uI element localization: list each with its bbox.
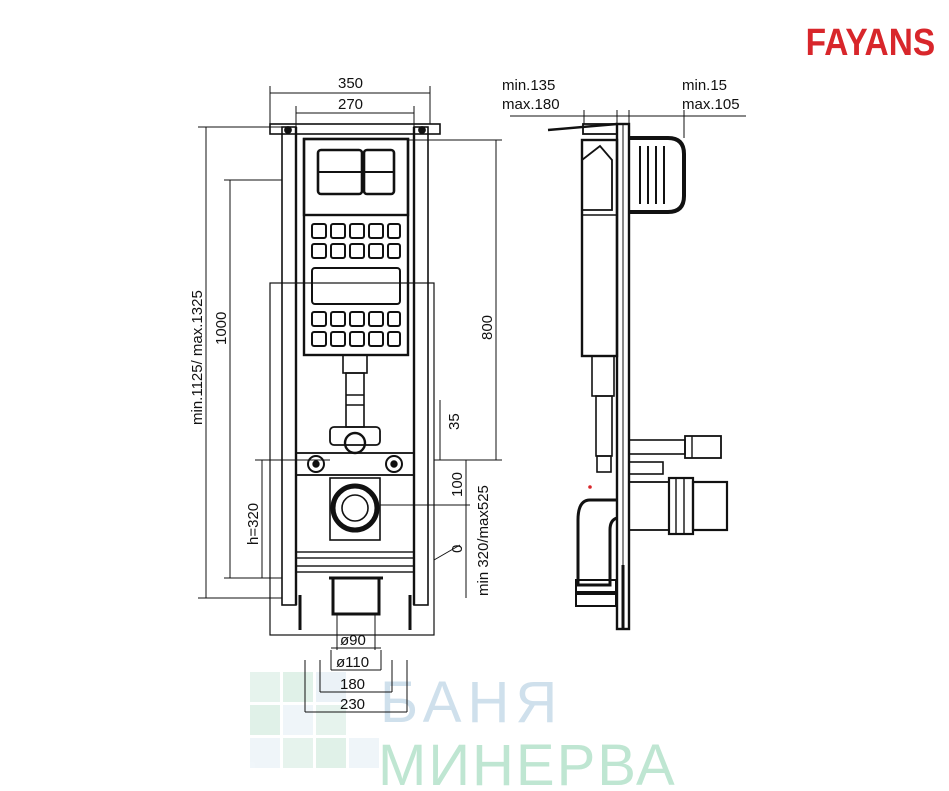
- bolt-icon: [418, 126, 426, 134]
- drain-bracket: [329, 477, 381, 541]
- fayans-logo: FAYANS: [805, 22, 935, 64]
- drain-elbow: [576, 498, 618, 587]
- frame-left-column: [281, 126, 297, 606]
- watermark-line1: БАНЯ: [380, 670, 563, 735]
- frame-top-bar: [269, 123, 441, 135]
- dim-h320-label: h=320: [245, 503, 262, 545]
- dim-total-height-label: min.1125/ max.1325: [189, 290, 206, 425]
- front-view: [198, 86, 502, 713]
- dim-d110-label: ø110: [336, 654, 369, 671]
- water-inlet-pipe: [628, 439, 686, 455]
- dim-depth-max-label: max.180: [502, 96, 560, 113]
- watermark-line2: МИНЕРВА: [378, 733, 677, 791]
- dim-230-label: 230: [340, 696, 365, 713]
- front-dimension-lines: [198, 86, 502, 713]
- drain-outlet: [330, 483, 380, 533]
- dim-270-label: 270: [338, 96, 363, 113]
- dim-180-label: 180: [340, 676, 365, 693]
- stud-icon: [307, 455, 325, 473]
- drain-connector: [628, 481, 670, 531]
- dim-zero-label: 0: [449, 545, 466, 553]
- dim-d90-label: ø90: [340, 632, 366, 649]
- mounting-plate: [269, 282, 435, 636]
- watermark-mosaic-icon: [250, 672, 379, 768]
- pipe-bracket: [329, 426, 381, 446]
- dim-1000-label: 1000: [213, 312, 230, 345]
- side-dimension-lines: [510, 110, 746, 138]
- dim-min-max-label: min 320/max525: [475, 485, 492, 596]
- flush-pipe-top: [342, 354, 368, 374]
- drain-pipe: [331, 576, 381, 616]
- bolt-icon: [284, 126, 292, 134]
- dim-800-label: 800: [479, 315, 496, 340]
- frame-right-column: [413, 126, 429, 606]
- dim-depth-min-label: min.135: [502, 77, 555, 94]
- dim-350-label: 350: [338, 75, 363, 92]
- stud-icon: [385, 455, 403, 473]
- dim-wall-max-label: max.105: [682, 96, 740, 113]
- side-view: [510, 110, 746, 631]
- dim-35-label: 35: [446, 413, 463, 430]
- mounting-crossbar: [295, 452, 415, 476]
- dim-wall-min-label: min.15: [682, 77, 727, 94]
- watermark: БАНЯ МИНЕРВА: [250, 670, 677, 791]
- flush-button-side: [629, 136, 686, 214]
- dim-100-label: 100: [449, 472, 466, 497]
- cistern-grid: [311, 223, 401, 347]
- flush-pipe: [345, 372, 365, 428]
